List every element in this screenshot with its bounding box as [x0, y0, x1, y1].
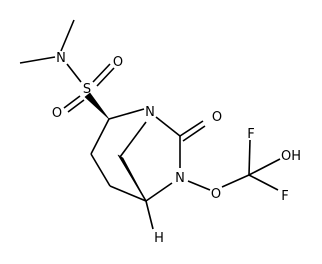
atom-label-f-bottom: F — [281, 189, 288, 204]
bond-c2-n1 — [108, 108, 145, 120]
bond-c5-h — [145, 200, 154, 230]
bond-cf2-f-top — [248, 139, 251, 176]
bond-o-ether-cf2 — [221, 174, 250, 188]
atom-label-h-stereo: H — [154, 231, 164, 246]
bond-n6-o-ether — [187, 180, 211, 191]
wedge-bond-c5-c8 — [117, 154, 147, 202]
atom-label-layer: N S O O N O N O F OH F H — [52, 51, 301, 246]
wedge-bond-c2-s — [84, 92, 110, 120]
bond-s-o-left-a — [63, 95, 81, 109]
bond-n-methyl-top — [60, 19, 75, 52]
bond-n1-c7 — [155, 116, 181, 137]
atom-label-n-ring: N — [175, 171, 185, 186]
atom-label-o-sulfonyl-right: O — [113, 55, 123, 70]
bond-n6-c5 — [145, 182, 173, 202]
bond-s-o-right-a — [92, 63, 111, 83]
bond-c7-o-b — [182, 125, 206, 142]
bond-c7-o-a — [179, 120, 204, 137]
bond-c2-c3 — [90, 118, 110, 155]
bond-s-o-right-b — [96, 67, 115, 87]
bond-c3-c4 — [90, 153, 111, 187]
bond-cf2-oh — [248, 158, 281, 176]
atom-label-f-top: F — [247, 127, 254, 142]
bond-n-s — [66, 63, 82, 83]
atom-label-n-amine: N — [56, 51, 66, 66]
atom-label-n-bridgehead: N — [145, 105, 155, 120]
atom-label-o-sulfonyl-left: O — [52, 106, 62, 121]
atom-label-oh-hydroxyl: OH — [281, 149, 301, 164]
atom-label-o-carbonyl: O — [212, 110, 222, 125]
bond-c4-c5 — [109, 185, 147, 202]
atom-label-s-sulfonyl: S — [83, 82, 91, 97]
bond-n-methyl-left — [19, 56, 56, 64]
bond-cf2-f-bottom — [248, 174, 279, 191]
wedge-layer — [84, 92, 147, 202]
atom-label-o-ether: O — [211, 187, 221, 202]
bond-n1-c8 — [119, 121, 147, 158]
bond-s-o-left-b — [67, 99, 85, 113]
